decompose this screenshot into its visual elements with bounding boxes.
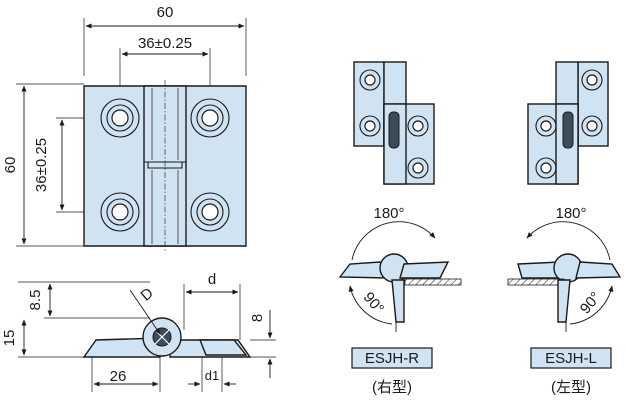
- left-angle-180: 180°: [555, 205, 586, 222]
- dim-hole-pitch-horizontal: 36±0.25: [138, 35, 192, 52]
- dim-hole-pitch-vertical: 36±0.25: [33, 138, 50, 192]
- dim-8: 8: [249, 314, 266, 322]
- dim-26: 26: [110, 368, 127, 385]
- dim-D: D: [137, 284, 156, 304]
- right-angle-90: 90°: [360, 289, 388, 317]
- mounting-hole-top-right: [190, 98, 230, 138]
- dim-15: 15: [1, 330, 18, 347]
- dim-d: d: [208, 271, 216, 288]
- dim-d1: d1: [205, 368, 219, 383]
- right-type-label: (右型): [372, 379, 412, 396]
- left-angle-90: 90°: [577, 289, 605, 317]
- right-hand-view: 180° 90° ESJH-R (右型): [338, 61, 462, 396]
- left-type-label: (左型): [551, 379, 591, 396]
- front-view: 60 36±0.25 60 36±0.25: [2, 4, 247, 252]
- left-hand-view: 180° 90° ESJH-L (左型): [507, 61, 622, 396]
- dim-width-60: 60: [157, 4, 174, 21]
- side-view: 8.5 15 D d 8 26 d1: [1, 271, 276, 392]
- mounting-hole-bottom-left: [100, 192, 140, 232]
- dim-8-5: 8.5: [27, 290, 44, 311]
- mounting-hole-top-left: [100, 98, 140, 138]
- right-model-code: ESJH-R: [365, 350, 419, 367]
- mounting-hole-bottom-right: [190, 192, 230, 232]
- left-model-code: ESJH-L: [545, 350, 597, 367]
- dim-height-60: 60: [2, 157, 19, 174]
- right-angle-180: 180°: [373, 205, 404, 222]
